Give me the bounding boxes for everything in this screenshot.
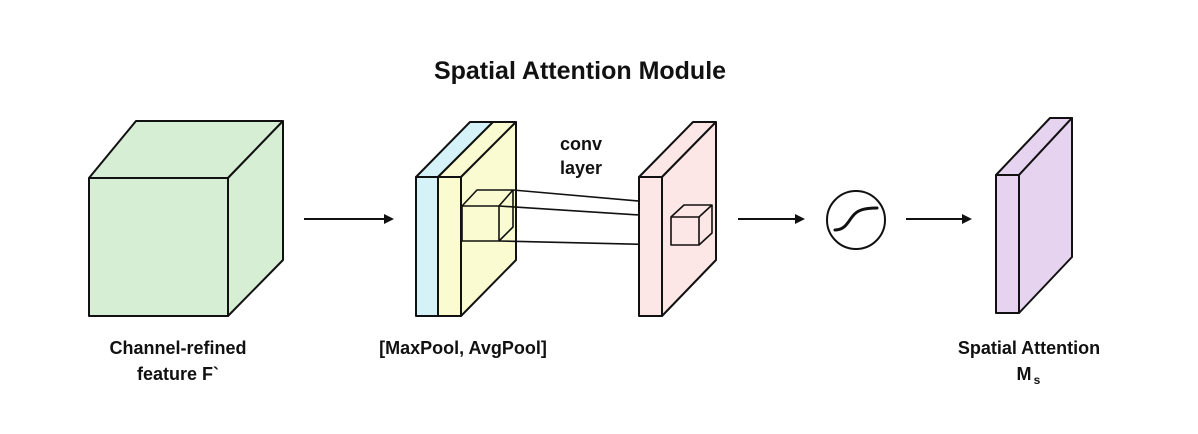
diagram-title: Spatial Attention Module bbox=[434, 57, 726, 85]
conv-slice-side bbox=[661, 121, 717, 317]
conv-layer-label: conv layer bbox=[560, 134, 602, 178]
maxpool-slice-front bbox=[415, 176, 439, 317]
avgpool-slice-front bbox=[437, 176, 462, 317]
input-cube-front bbox=[88, 177, 229, 317]
input-label-line-1: Channel-refined bbox=[109, 338, 246, 358]
conv-output-slice bbox=[638, 121, 717, 317]
input-feature-cube bbox=[88, 120, 284, 317]
conv-layer-label-line-1: conv bbox=[560, 134, 602, 154]
kernel-target-top bbox=[670, 204, 713, 218]
output-label-symbol: M s bbox=[1017, 364, 1041, 387]
sigmoid-icon bbox=[826, 190, 886, 250]
kernel-target-side bbox=[698, 205, 713, 246]
output-symbol: M bbox=[1017, 364, 1032, 384]
kernel-source-top bbox=[461, 189, 514, 207]
conv-layer-label-line-2: layer bbox=[560, 158, 602, 178]
attention-slice-front bbox=[995, 174, 1020, 314]
output-subscript: s bbox=[1034, 373, 1041, 387]
pooling-label: [MaxPool, AvgPool] bbox=[379, 338, 547, 358]
attention-slice-side bbox=[1018, 117, 1073, 314]
conv-slice-front bbox=[638, 176, 663, 317]
pooled-feature-maps bbox=[415, 121, 517, 317]
output-label-line-1: Spatial Attention bbox=[958, 338, 1100, 358]
avgpool-slice-side bbox=[460, 121, 517, 317]
input-label-line-2: feature F` bbox=[137, 364, 219, 384]
input-cube-side bbox=[227, 120, 284, 317]
kernel-source-side bbox=[498, 190, 514, 242]
spatial-attention-slice bbox=[995, 117, 1073, 314]
